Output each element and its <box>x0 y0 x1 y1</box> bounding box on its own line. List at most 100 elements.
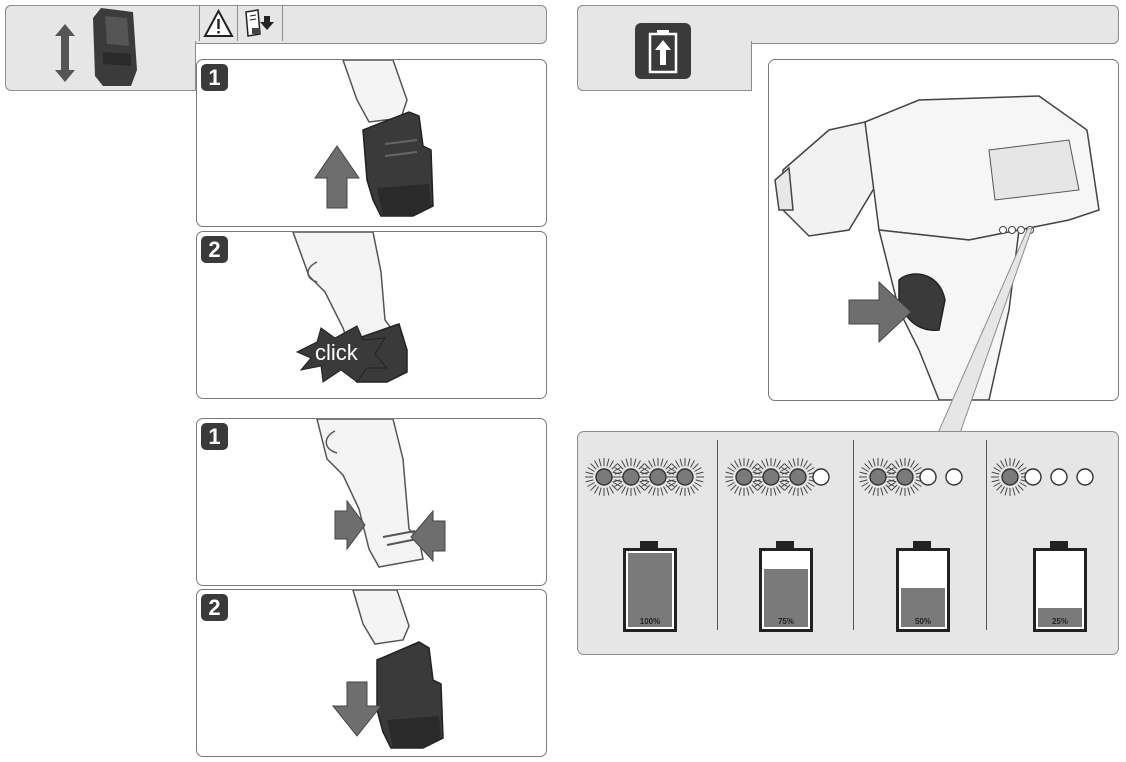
led-glow-ray <box>606 458 610 467</box>
insert-step-1-panel: 1 <box>196 59 547 227</box>
led-glow-ray <box>625 458 629 467</box>
battery-terminal <box>913 541 931 548</box>
led-glow-ray <box>738 458 742 467</box>
led-glow-ray <box>765 458 769 467</box>
battery-charge-indicator-icon <box>635 23 691 79</box>
led-glow-ray <box>1019 482 1027 487</box>
led-glow-ray <box>1000 486 1005 494</box>
led-glow-ray <box>668 471 677 475</box>
led-glow-ray <box>671 463 678 470</box>
led-glow-ray <box>912 484 919 491</box>
battery-gauge-75: 75% <box>756 541 816 633</box>
led-indicators <box>585 458 1094 496</box>
led-glow-ray <box>781 482 789 487</box>
led-glow-ray <box>598 458 602 467</box>
led-glow-ray <box>625 487 629 496</box>
led-glow-ray <box>807 467 815 472</box>
led-glow-ray <box>773 487 777 496</box>
led-glow-ray <box>730 463 737 470</box>
click-starburst <box>295 325 389 383</box>
led-glow-ray <box>788 486 793 494</box>
led-glow-ray <box>765 487 769 496</box>
led-glow-ray <box>590 463 597 470</box>
gauge-divider <box>986 440 987 630</box>
led-glow-ray <box>803 460 808 468</box>
led-glow-ray <box>694 482 702 487</box>
led-glow-ray <box>910 460 915 468</box>
led-glow-ray <box>784 463 791 470</box>
led-glow-ray <box>667 482 675 487</box>
led-glow-ray <box>780 482 788 487</box>
led-on <box>676 468 694 486</box>
led-glow-ray <box>899 458 903 467</box>
led-glow-ray <box>687 458 691 467</box>
led-glow-ray <box>996 463 1003 470</box>
led-glow-ray <box>1012 487 1016 496</box>
step-number-badge: 1 <box>201 64 228 91</box>
led-glow-ray <box>800 458 804 467</box>
led-glow-ray <box>734 460 739 468</box>
drill-illustration <box>774 95 1100 400</box>
led-glow-ray <box>803 486 808 494</box>
led-glow-ray <box>1017 463 1024 470</box>
led-off <box>1024 468 1042 486</box>
led-glow-ray <box>695 479 704 483</box>
led-glow-ray <box>690 460 695 468</box>
led-glow-ray <box>652 487 656 496</box>
led-glow-ray <box>666 479 675 483</box>
led-on <box>762 468 780 486</box>
led-glow-ray <box>1012 458 1016 467</box>
led-glow-ray <box>859 471 868 475</box>
led-glow-ray <box>907 487 911 496</box>
led-glow-ray <box>633 487 637 496</box>
led-glow-ray <box>754 482 762 487</box>
warning-triangle-icon <box>199 6 238 41</box>
led-glow-ray <box>778 463 785 470</box>
led-glow-ray <box>666 471 675 475</box>
led-glow-ray <box>886 471 895 475</box>
led-glow-ray <box>888 471 897 475</box>
led-glow-ray <box>621 486 626 494</box>
gauge-divider <box>717 440 718 630</box>
led-glow-ray <box>617 484 624 491</box>
led-glow-ray <box>612 471 621 475</box>
led-glow-ray <box>761 460 766 468</box>
led-glow-ray <box>640 482 648 487</box>
callout-wedge <box>937 228 1033 434</box>
led-glow-ray <box>617 463 624 470</box>
led-glow-ray <box>883 486 888 494</box>
led-glow-ray <box>754 479 763 483</box>
remove-step-2-illustration <box>331 590 444 749</box>
led-glow-ray <box>611 463 618 470</box>
led-glow-ray <box>587 467 595 472</box>
led-glow-ray <box>665 484 672 491</box>
led-glow-ray <box>779 471 788 475</box>
led-glow-ray <box>888 467 896 472</box>
remove-step-1-panel: 1 <box>196 418 547 586</box>
led-glow-ray <box>727 482 735 487</box>
led-glow-ray <box>784 484 791 491</box>
led-glow-ray <box>727 467 735 472</box>
led-glow-ray <box>639 471 648 475</box>
battery-fill-level <box>628 553 672 627</box>
led-glow-ray <box>888 482 896 487</box>
led-glow-ray <box>864 463 871 470</box>
led-glow-ray <box>663 460 668 468</box>
led-glow-ray <box>910 486 915 494</box>
led-glow-ray <box>641 479 650 483</box>
led-glow-ray <box>633 458 637 467</box>
led-glow-ray <box>757 484 764 491</box>
led-glow-ray <box>781 479 790 483</box>
led-glow-ray <box>805 463 812 470</box>
led-glow-ray <box>1004 458 1008 467</box>
read-manual-icon <box>238 6 283 41</box>
led-glow-ray <box>752 471 761 475</box>
led-glow-ray <box>753 482 761 487</box>
led-glow-ray <box>859 479 868 483</box>
led-glow-ray <box>773 458 777 467</box>
insert-step-1-illustration <box>314 60 434 217</box>
led-glow-ray <box>993 482 1001 487</box>
led-glow-ray <box>638 463 645 470</box>
remove-step-1-illustration <box>316 419 446 568</box>
led-glow-ray <box>641 467 649 472</box>
